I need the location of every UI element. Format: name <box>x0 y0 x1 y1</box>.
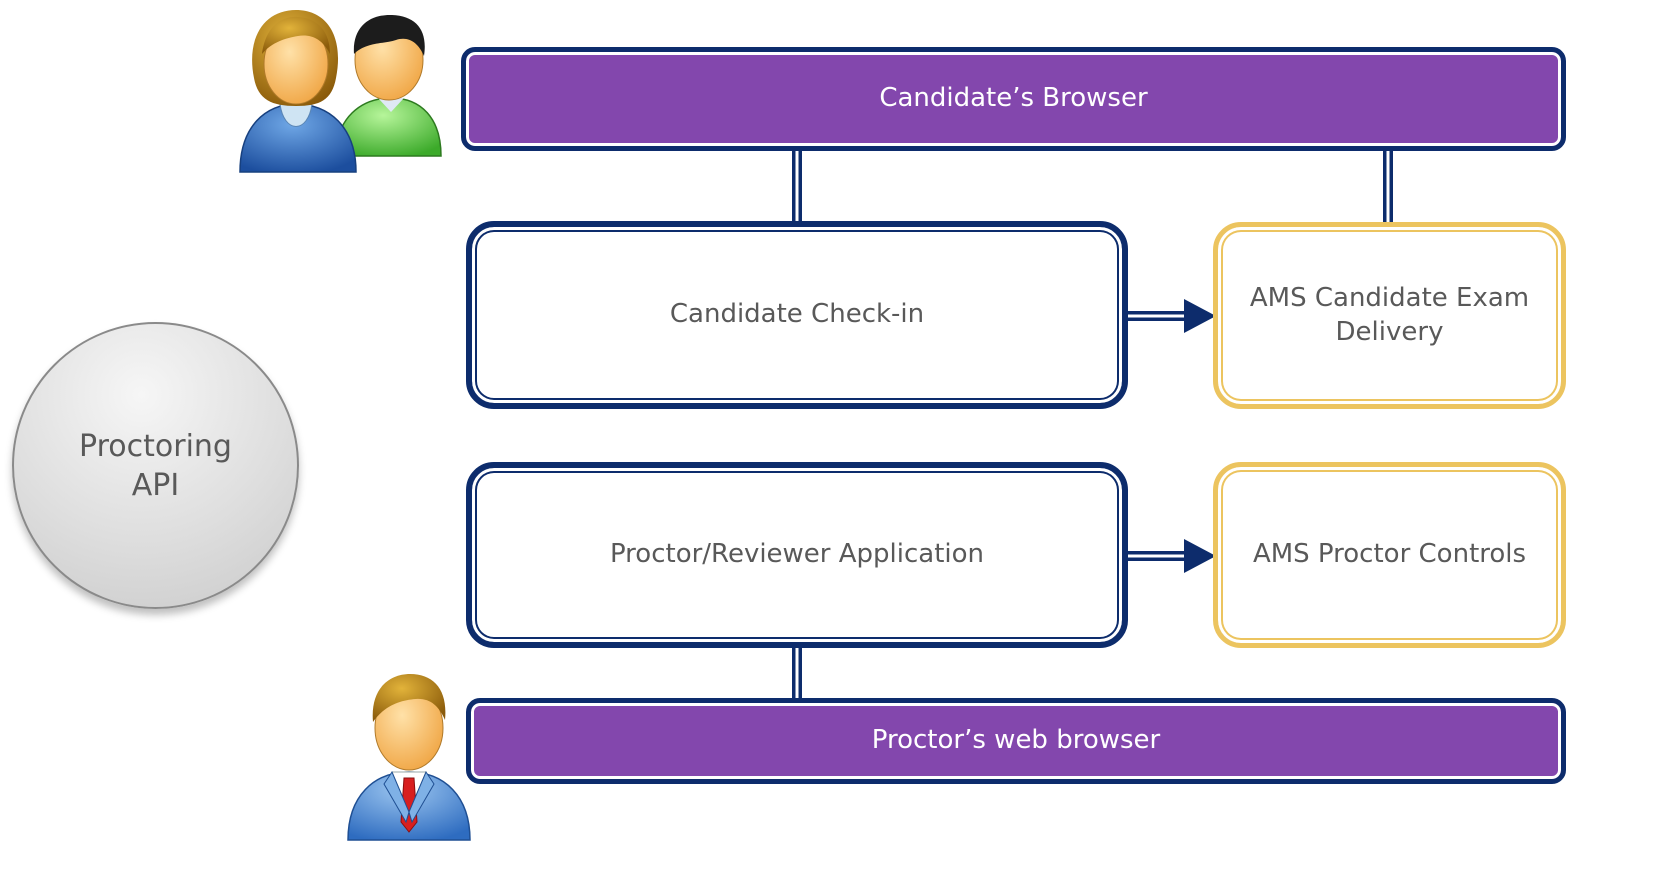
proctor-browser-bar: Proctor’s web browser <box>466 698 1566 784</box>
candidate-checkin-label: Candidate Check-in <box>669 299 925 330</box>
proctor-app-box: Proctor/Reviewer Application <box>466 462 1128 648</box>
proctor-browser-label: Proctor’s web browser <box>871 725 1161 756</box>
businessman-icon <box>347 674 471 841</box>
ams-exam-delivery-box: AMS Candidate Exam Delivery <box>1213 222 1566 409</box>
ams-proctor-controls-label: AMS Proctor Controls <box>1252 539 1527 570</box>
arrow-checkin-to-exam-delivery <box>1127 299 1216 333</box>
arrow-proctor-app-to-controls <box>1127 539 1216 573</box>
candidate-browser-label: Candidate’s Browser <box>879 83 1148 114</box>
proctor-app-label: Proctor/Reviewer Application <box>609 539 985 570</box>
two-people-icon <box>239 10 442 173</box>
ams-exam-delivery-label-line1: AMS Candidate Exam <box>1249 282 1530 313</box>
candidate-checkin-box: Candidate Check-in <box>466 221 1128 409</box>
proctoring-api-label-line2: API <box>131 467 180 503</box>
proctoring-api-circle: Proctoring API <box>12 322 299 609</box>
proctoring-api-label-line1: Proctoring <box>79 428 232 464</box>
ams-exam-delivery-label-line2: Delivery <box>1335 316 1444 347</box>
candidate-browser-bar: Candidate’s Browser <box>461 47 1566 151</box>
ams-proctor-controls-box: AMS Proctor Controls <box>1213 462 1566 648</box>
